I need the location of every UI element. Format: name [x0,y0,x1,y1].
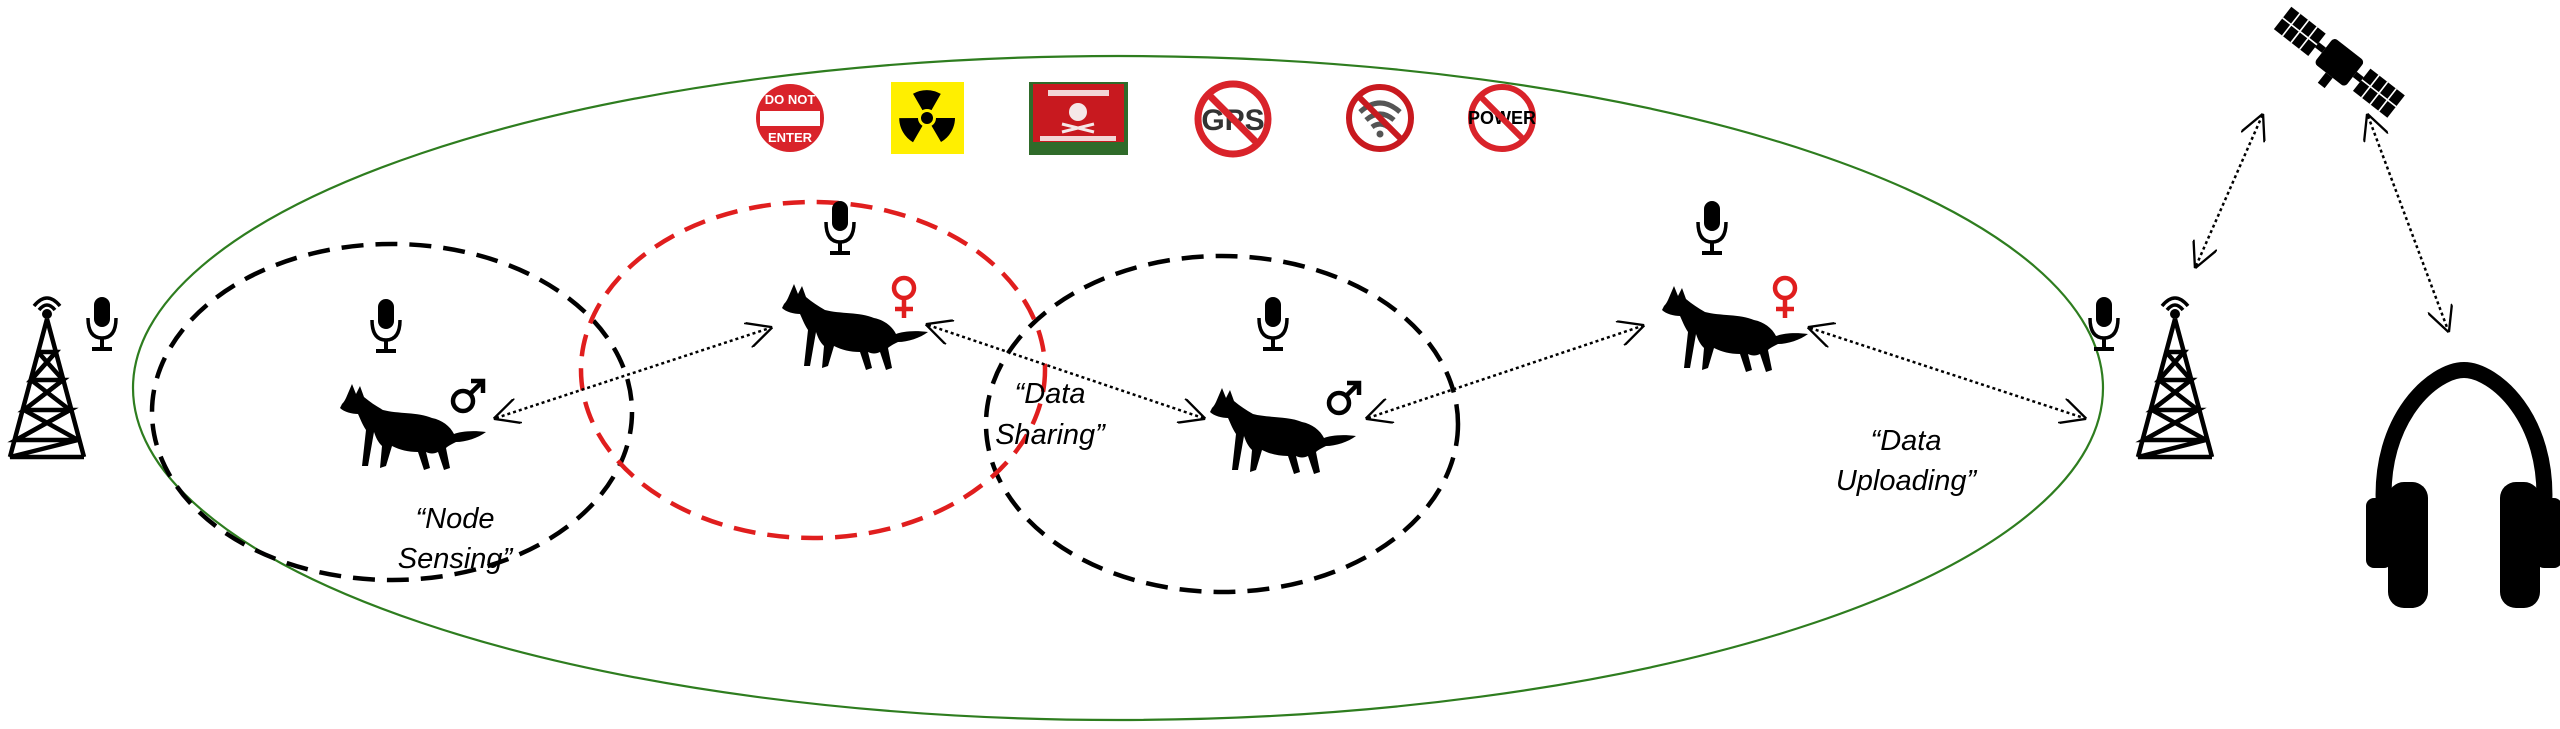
radio-tower-icon [10,298,84,457]
microphone-icon [86,296,118,353]
microphone-icon [824,200,856,257]
minefield-sign-icon [1029,82,1128,155]
male-symbol-icon [453,381,483,411]
link-satellite-headphones [2368,116,2448,330]
no-gps-sign-icon: GPS [1194,80,1272,158]
link-tower-satellite [2196,116,2262,266]
link-female2-tower [1810,328,2084,418]
data-sharing-label-line2: Sharing” [995,419,1106,451]
do-not-enter-sign-icon: DO NOT ENTER [756,84,824,152]
microphone-icon [1696,200,1728,257]
range-circle-female [578,199,1048,541]
node-sensing-label-line2: Sensing” [398,543,514,575]
network-coverage-boundary [131,54,2105,722]
link-male1-female [496,328,770,418]
node-sensing-label-line1: “Node [416,503,495,535]
satellite-icon [2263,4,2408,124]
radio-tower-icon [2138,298,2212,457]
headphones-icon [2366,370,2560,608]
do-not-enter-text-1: DO NOT [765,92,816,107]
female-symbol-icon [1775,278,1795,318]
microphone-icon [370,298,402,355]
data-sharing-label-line1: “Data [1015,378,1086,410]
male-symbol-icon [1329,383,1359,413]
link-male2-female2 [1368,326,1642,418]
link-female-male2 [928,325,1203,418]
radiation-sign-icon [891,82,964,154]
wolf-icon [340,384,486,470]
data-uploading-label-line2: Uploading” [1836,465,1978,497]
do-not-enter-text-2: ENTER [768,130,813,145]
data-uploading-label-line1: “Data [1871,425,1942,457]
wolf-icon [1210,388,1356,474]
female-symbol-icon [894,278,914,318]
no-wifi-sign-icon [1346,84,1414,152]
no-power-sign-icon: POWER [1468,84,1536,152]
microphone-icon [1257,296,1289,353]
